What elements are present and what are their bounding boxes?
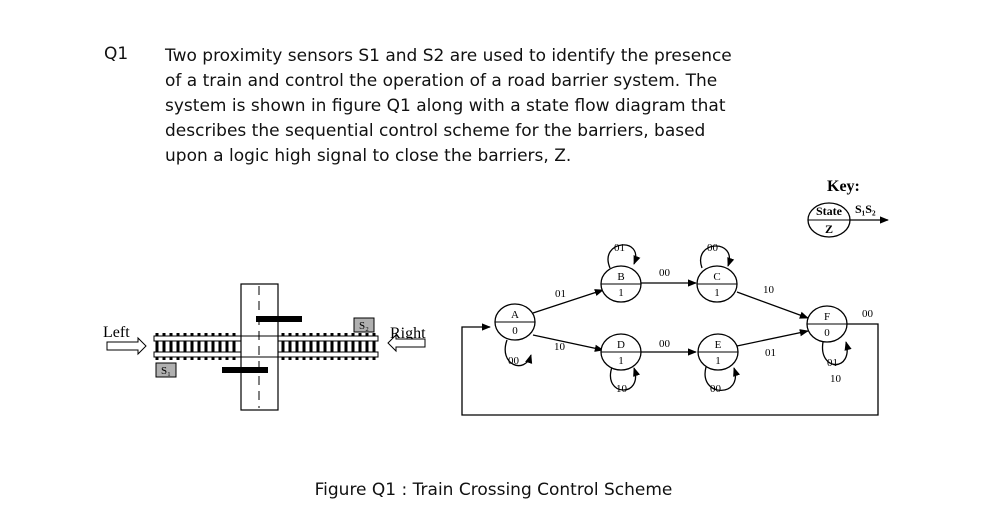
sensor-s1-label: S₁ xyxy=(161,365,171,377)
state-diagram xyxy=(461,244,879,416)
label-a-b: 01 xyxy=(555,288,566,300)
left-arrow-icon xyxy=(106,336,147,356)
question-line: Two proximity sensors S1 and S2 are used… xyxy=(165,46,732,66)
state-node-b: B 1 xyxy=(600,265,642,303)
self-loop-d xyxy=(609,366,641,391)
right-label: Right xyxy=(390,325,426,342)
state-f-output: 0 xyxy=(824,327,830,339)
state-e-name: E xyxy=(715,339,722,351)
barrier-top xyxy=(256,316,302,322)
barrier-bottom xyxy=(222,367,268,373)
key-title: Key: xyxy=(827,178,860,195)
transition-e-f xyxy=(736,329,809,347)
state-f-name: F xyxy=(824,311,830,323)
label-loop-f: 01 xyxy=(827,357,838,369)
state-d-output: 1 xyxy=(618,355,624,367)
label-a-d: 10 xyxy=(554,341,566,353)
state-b-name: B xyxy=(617,271,624,283)
state-node-c: C 1 xyxy=(696,265,738,303)
state-a-output: 0 xyxy=(512,325,518,337)
left-label: Left xyxy=(103,324,130,341)
question-line: system is shown in figure Q1 along with … xyxy=(165,96,726,116)
sensor-s2-label: S₂ xyxy=(359,320,369,332)
self-loop-c xyxy=(699,245,735,269)
self-loop-e xyxy=(704,366,741,391)
state-node-f: F 0 xyxy=(806,305,848,343)
key-input-label: S₁S₂ xyxy=(855,202,876,216)
label-loop-b: 01 xyxy=(614,242,625,254)
state-nodes: A 0 B 1 C 1 D 1 E 1 xyxy=(494,265,848,371)
label-loop-a: 00 xyxy=(508,355,520,367)
transition-c-f xyxy=(736,291,809,319)
state-node-d: D 1 xyxy=(600,333,642,371)
label-loop-e: 00 xyxy=(710,383,722,395)
label-loop-d: 10 xyxy=(616,383,628,395)
label-d-e: 00 xyxy=(659,338,671,350)
state-c-name: C xyxy=(713,271,720,283)
self-loop-f xyxy=(821,341,852,366)
figure-caption: Figure Q1 : Train Crossing Control Schem… xyxy=(314,480,673,500)
label-f-a: 00 xyxy=(862,308,874,320)
sensor-s2 xyxy=(353,317,375,333)
label-loop-c: 00 xyxy=(707,242,719,254)
transition-f-a xyxy=(461,323,879,416)
key-legend: Key: State Z S₁S₂ xyxy=(807,178,889,238)
sensor-s1 xyxy=(155,362,177,378)
state-c-output: 1 xyxy=(714,287,720,299)
transition-a-b xyxy=(532,289,604,314)
state-node-a: A 0 xyxy=(494,303,536,341)
self-loop-a xyxy=(504,339,533,367)
key-state-label: State xyxy=(816,204,843,218)
question-text: Two proximity sensors S1 and S2 are used… xyxy=(165,44,845,169)
question-line: describes the sequential control scheme … xyxy=(165,121,706,141)
transition-a-d xyxy=(532,334,604,352)
state-d-name: D xyxy=(617,339,625,351)
label-c-f: 10 xyxy=(763,284,775,296)
label-e-f: 01 xyxy=(765,347,776,359)
state-b-output: 1 xyxy=(618,287,624,299)
state-node-e: E 1 xyxy=(697,333,739,371)
key-output-label: Z xyxy=(825,222,833,236)
state-a-name: A xyxy=(511,309,519,321)
transition-labels: 01 00 10 10 00 01 00 00 01 00 10 00 01 1… xyxy=(508,242,874,395)
question-line: upon a logic high signal to close the ba… xyxy=(165,146,572,166)
self-loop-b xyxy=(607,244,641,269)
right-arrow-icon xyxy=(387,333,426,353)
label-b-c: 00 xyxy=(659,267,671,279)
question-number: Q1 xyxy=(104,44,129,64)
question-line: of a train and control the operation of … xyxy=(165,71,718,91)
label-loop-f-extra: 10 xyxy=(830,373,842,385)
state-e-output: 1 xyxy=(715,355,721,367)
track-illustration: S₂ S₁ Left Right xyxy=(103,283,426,411)
